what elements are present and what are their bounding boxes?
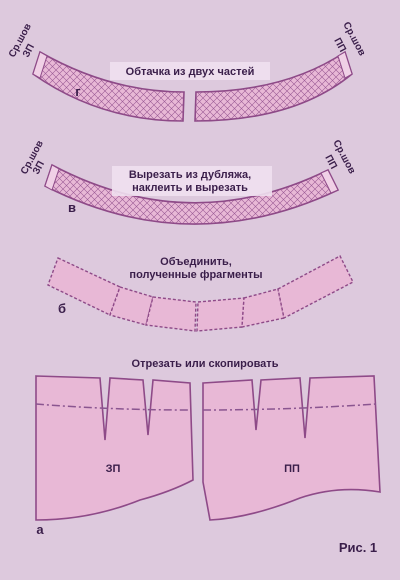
step-g-letter: г (75, 84, 81, 99)
step-v-caption-1: Вырезать из дубляжа, (129, 169, 251, 181)
step-a-caption: Отрезать или скопировать (132, 358, 279, 370)
front-piece-label: ПП (284, 463, 300, 475)
step-v-letter: в (68, 200, 76, 215)
step-v-group: Вырезать из дубляжа, наклеить и вырезать… (19, 138, 357, 225)
front-skirt-piece (202, 375, 381, 521)
step-b-group (47, 255, 354, 332)
fragment-5 (241, 288, 285, 328)
figure-label: Рис. 1 (339, 540, 377, 555)
step-g-group: Обтачка из двух частей г Ср.шов ЗП Ср.шо… (7, 20, 367, 122)
back-piece-label: ЗП (106, 463, 121, 475)
fragment-2 (109, 286, 154, 326)
step-v-caption-2: наклеить и вырезать (132, 182, 248, 194)
facing-cut-line (35, 403, 377, 411)
step-g-caption: Обтачка из двух частей (126, 66, 255, 78)
step-a-group: ЗП ПП (35, 375, 381, 521)
step-a-letter: а (36, 522, 44, 537)
step-b-caption-1: Объединить, (160, 256, 232, 268)
facing-left-half (32, 50, 185, 122)
fragment-4 (196, 297, 245, 332)
back-skirt-piece (35, 375, 194, 521)
fragment-6 (277, 255, 354, 320)
step-v-right-seam-2: ПП (322, 153, 338, 171)
step-b-caption-2: полученные фрагменты (129, 269, 262, 281)
fragment-1 (47, 257, 121, 316)
step-b-letter: б (58, 301, 66, 316)
fragment-3 (145, 296, 197, 332)
